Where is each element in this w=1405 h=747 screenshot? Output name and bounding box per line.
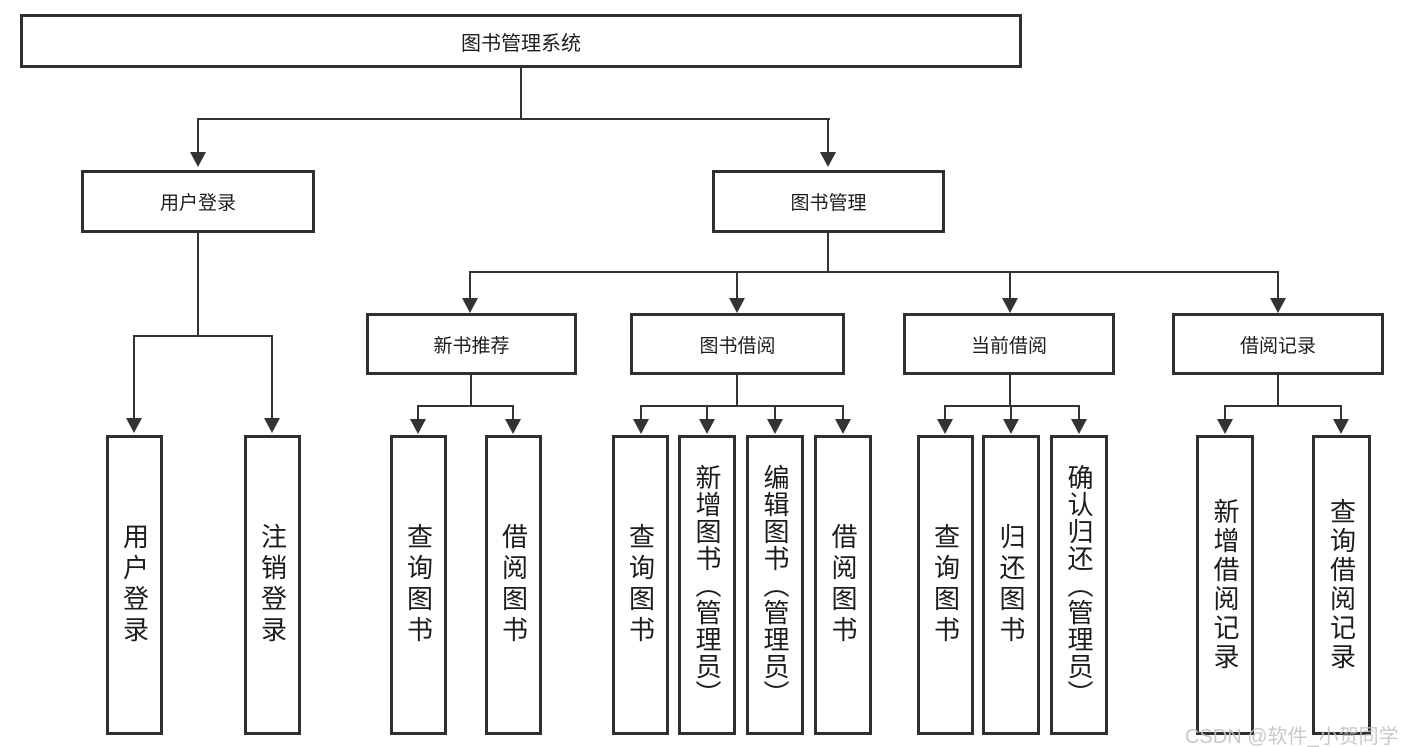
- arrow-down-icon: [126, 418, 142, 433]
- connector-user-login-stem: [197, 233, 199, 337]
- arrow-down-icon: [835, 419, 851, 434]
- arrow-down-icon: [767, 419, 783, 434]
- connector-to-book-management: [827, 118, 829, 154]
- arrow-down-icon: [820, 152, 836, 167]
- arrow-down-icon: [633, 419, 649, 434]
- leaf-user-login-label: 用户登录: [119, 523, 150, 647]
- node-new-book-recommend-label: 新书推荐: [433, 335, 510, 357]
- leaf-borrow-query-books-label: 查询图书: [625, 523, 656, 647]
- leaf-add-borrow-record-label: 新增借阅记录: [1210, 498, 1240, 672]
- connector-borrow-records-bus: [1225, 405, 1341, 407]
- node-book-management-label: 图书管理: [790, 193, 867, 214]
- leaf-confirm-return-admin: 确认归还（管理员）: [1050, 435, 1108, 735]
- leaf-borrow-books: 借阅图书: [814, 435, 872, 735]
- leaf-edit-books-admin: 编辑图书（管理员）: [746, 435, 804, 735]
- connector-leaf-stub: [417, 405, 419, 420]
- connector-current-borrow-stem: [1009, 375, 1011, 407]
- leaf-add-books-admin: 新增图书（管理员）: [678, 435, 736, 735]
- watermark: CSDN @软件_小贺同学: [1185, 726, 1399, 747]
- connector-to-borrow-records: [1277, 271, 1279, 299]
- connector-book-management-stem: [827, 233, 829, 273]
- connector-leaf-stub: [944, 405, 946, 420]
- arrow-down-icon: [1217, 419, 1233, 434]
- leaf-query-borrow-record: 查询借阅记录: [1312, 435, 1371, 735]
- connector-to-current-borrow: [1009, 271, 1011, 299]
- node-book-management: 图书管理: [712, 170, 945, 233]
- node-new-book-recommend: 新书推荐: [366, 313, 577, 375]
- connector-to-user-login: [197, 118, 199, 154]
- connector-leaf-stub: [640, 405, 642, 420]
- arrow-down-icon: [264, 418, 280, 433]
- leaf-return-books: 归还图书: [982, 435, 1040, 735]
- node-user-login: 用户登录: [81, 170, 315, 233]
- connector-leaf-stub: [1010, 405, 1012, 420]
- leaf-borrow-books-label: 借阅图书: [828, 523, 858, 647]
- connector-book-borrow-stem: [736, 375, 738, 407]
- leaf-recommend-query-books: 查询图书: [390, 435, 447, 735]
- leaf-logout: 注销登录: [244, 435, 301, 735]
- leaf-recommend-borrow-books-label: 借阅图书: [498, 523, 529, 647]
- arrow-down-icon: [1333, 419, 1349, 434]
- arrow-down-icon: [937, 419, 953, 434]
- connector-to-new-book: [469, 271, 471, 299]
- arrow-down-icon: [699, 419, 715, 434]
- connector-to-leaf-login: [133, 335, 135, 419]
- connector-leaf-stub: [842, 405, 844, 420]
- node-library-system-label: 图书管理系统: [461, 32, 581, 55]
- node-user-login-label: 用户登录: [159, 193, 236, 214]
- arrow-down-icon: [1071, 419, 1087, 434]
- connector-leaf-stub: [1224, 405, 1226, 420]
- node-book-borrow-label: 图书借阅: [699, 335, 776, 357]
- connector-book-borrow-bus: [641, 405, 843, 407]
- connector-new-book-stem: [470, 375, 472, 407]
- connector-to-book-borrow: [736, 271, 738, 299]
- leaf-user-login: 用户登录: [106, 435, 163, 735]
- connector-to-leaf-logout: [271, 335, 273, 419]
- leaf-current-query-books-label: 查询图书: [930, 523, 961, 647]
- arrow-down-icon: [505, 419, 521, 434]
- arrow-down-icon: [462, 298, 478, 313]
- node-current-borrow: 当前借阅: [903, 313, 1115, 375]
- connector-leaf-stub: [512, 405, 514, 420]
- leaf-recommend-query-books-label: 查询图书: [403, 523, 434, 647]
- node-current-borrow-label: 当前借阅: [970, 335, 1047, 357]
- arrow-down-icon: [1003, 419, 1019, 434]
- connector-borrow-records-stem: [1277, 375, 1279, 407]
- leaf-return-books-label: 归还图书: [996, 523, 1026, 647]
- connector-leaf-stub: [1078, 405, 1080, 420]
- arrow-down-icon: [729, 298, 745, 313]
- node-borrow-records: 借阅记录: [1172, 313, 1384, 375]
- node-library-system: 图书管理系统: [20, 14, 1022, 68]
- leaf-add-books-admin-label: 新增图书（管理员）: [692, 463, 722, 707]
- connector-current-borrow-bus: [945, 405, 1079, 407]
- connector-leaf-stub: [706, 405, 708, 420]
- leaf-current-query-books: 查询图书: [917, 435, 974, 735]
- arrow-down-icon: [1002, 298, 1018, 313]
- node-book-borrow: 图书借阅: [630, 313, 845, 375]
- leaf-query-borrow-record-label: 查询借阅记录: [1326, 498, 1357, 672]
- connector-leaf-stub: [774, 405, 776, 420]
- leaf-borrow-query-books: 查询图书: [612, 435, 669, 735]
- leaf-confirm-return-admin-label: 确认归还（管理员）: [1064, 463, 1094, 707]
- connector-level3-bus: [470, 271, 1279, 273]
- arrow-down-icon: [1270, 298, 1286, 313]
- leaf-add-borrow-record: 新增借阅记录: [1196, 435, 1254, 735]
- leaf-recommend-borrow-books: 借阅图书: [485, 435, 542, 735]
- leaf-edit-books-admin-label: 编辑图书（管理员）: [760, 463, 790, 707]
- connector-leaf-stub: [1340, 405, 1342, 420]
- leaf-logout-label: 注销登录: [257, 523, 288, 647]
- connector-new-book-bus: [418, 405, 513, 407]
- connector-root-stem: [520, 67, 522, 120]
- connector-user-login-bus: [133, 335, 273, 337]
- connector-level1-bus: [197, 118, 830, 120]
- arrow-down-icon: [410, 419, 426, 434]
- node-borrow-records-label: 借阅记录: [1239, 335, 1316, 357]
- arrow-down-icon: [190, 152, 206, 167]
